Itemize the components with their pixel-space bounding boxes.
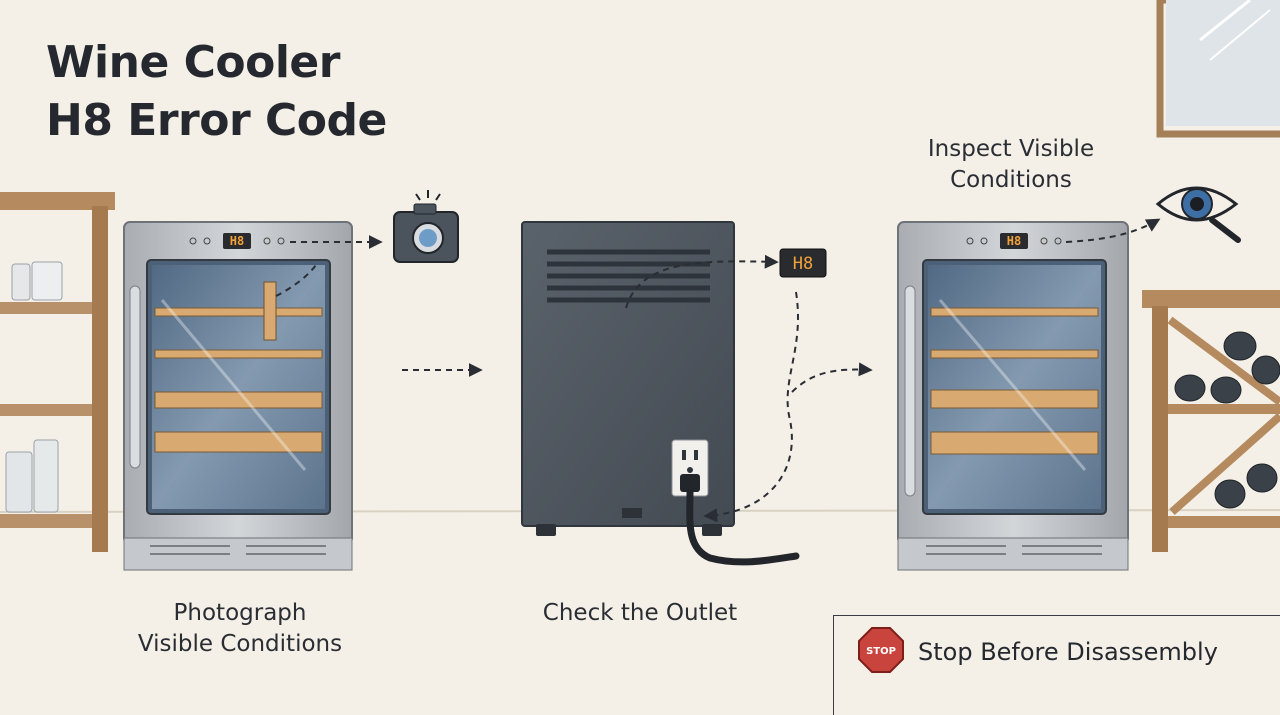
caption-line-1: Inspect Visible (927, 136, 1095, 162)
step-caption-photograph: Photograph Visible Conditions (100, 598, 380, 660)
step-caption-inspect: Inspect Visible Conditions (880, 134, 1142, 196)
left-shelf (0, 192, 115, 552)
eye-magnifier-icon (1155, 186, 1241, 243)
wall-frame (1156, 0, 1280, 138)
display-code-text: H8 (230, 234, 244, 248)
floating-display-code: H8 (793, 254, 813, 274)
caption-line-2: Conditions (950, 167, 1072, 193)
page-title: Wine Cooler H8 Error Code (46, 34, 387, 150)
connector-arrows (275, 218, 1161, 523)
wine-cooler-back-view (521, 221, 800, 566)
wine-rack (1142, 290, 1280, 552)
caption-line-2: Visible Conditions (137, 631, 343, 657)
error-display-icon (1000, 233, 1028, 249)
warning-box (833, 615, 1280, 715)
wine-cooler-front-right: H8 (897, 221, 1129, 571)
camera-icon (393, 190, 459, 263)
error-display-icon: H8 (779, 248, 827, 278)
power-outlet-icon (671, 439, 709, 497)
title-line-2: H8 Error Code (46, 95, 387, 146)
step-caption-check-outlet: Check the Outlet (500, 598, 780, 629)
caption-line-1: Check the Outlet (542, 600, 738, 626)
caption-line-1: Photograph (173, 600, 307, 626)
wine-cooler-front-left: H8 (123, 221, 353, 571)
stop-sign-text: STOP (866, 646, 896, 657)
stop-sign-icon: STOP (858, 627, 904, 673)
title-line-1: Wine Cooler (46, 37, 340, 88)
warning-label: Stop Before Disassembly (918, 638, 1218, 666)
display-code-text: H8 (1007, 234, 1021, 248)
error-display-icon (223, 233, 251, 249)
